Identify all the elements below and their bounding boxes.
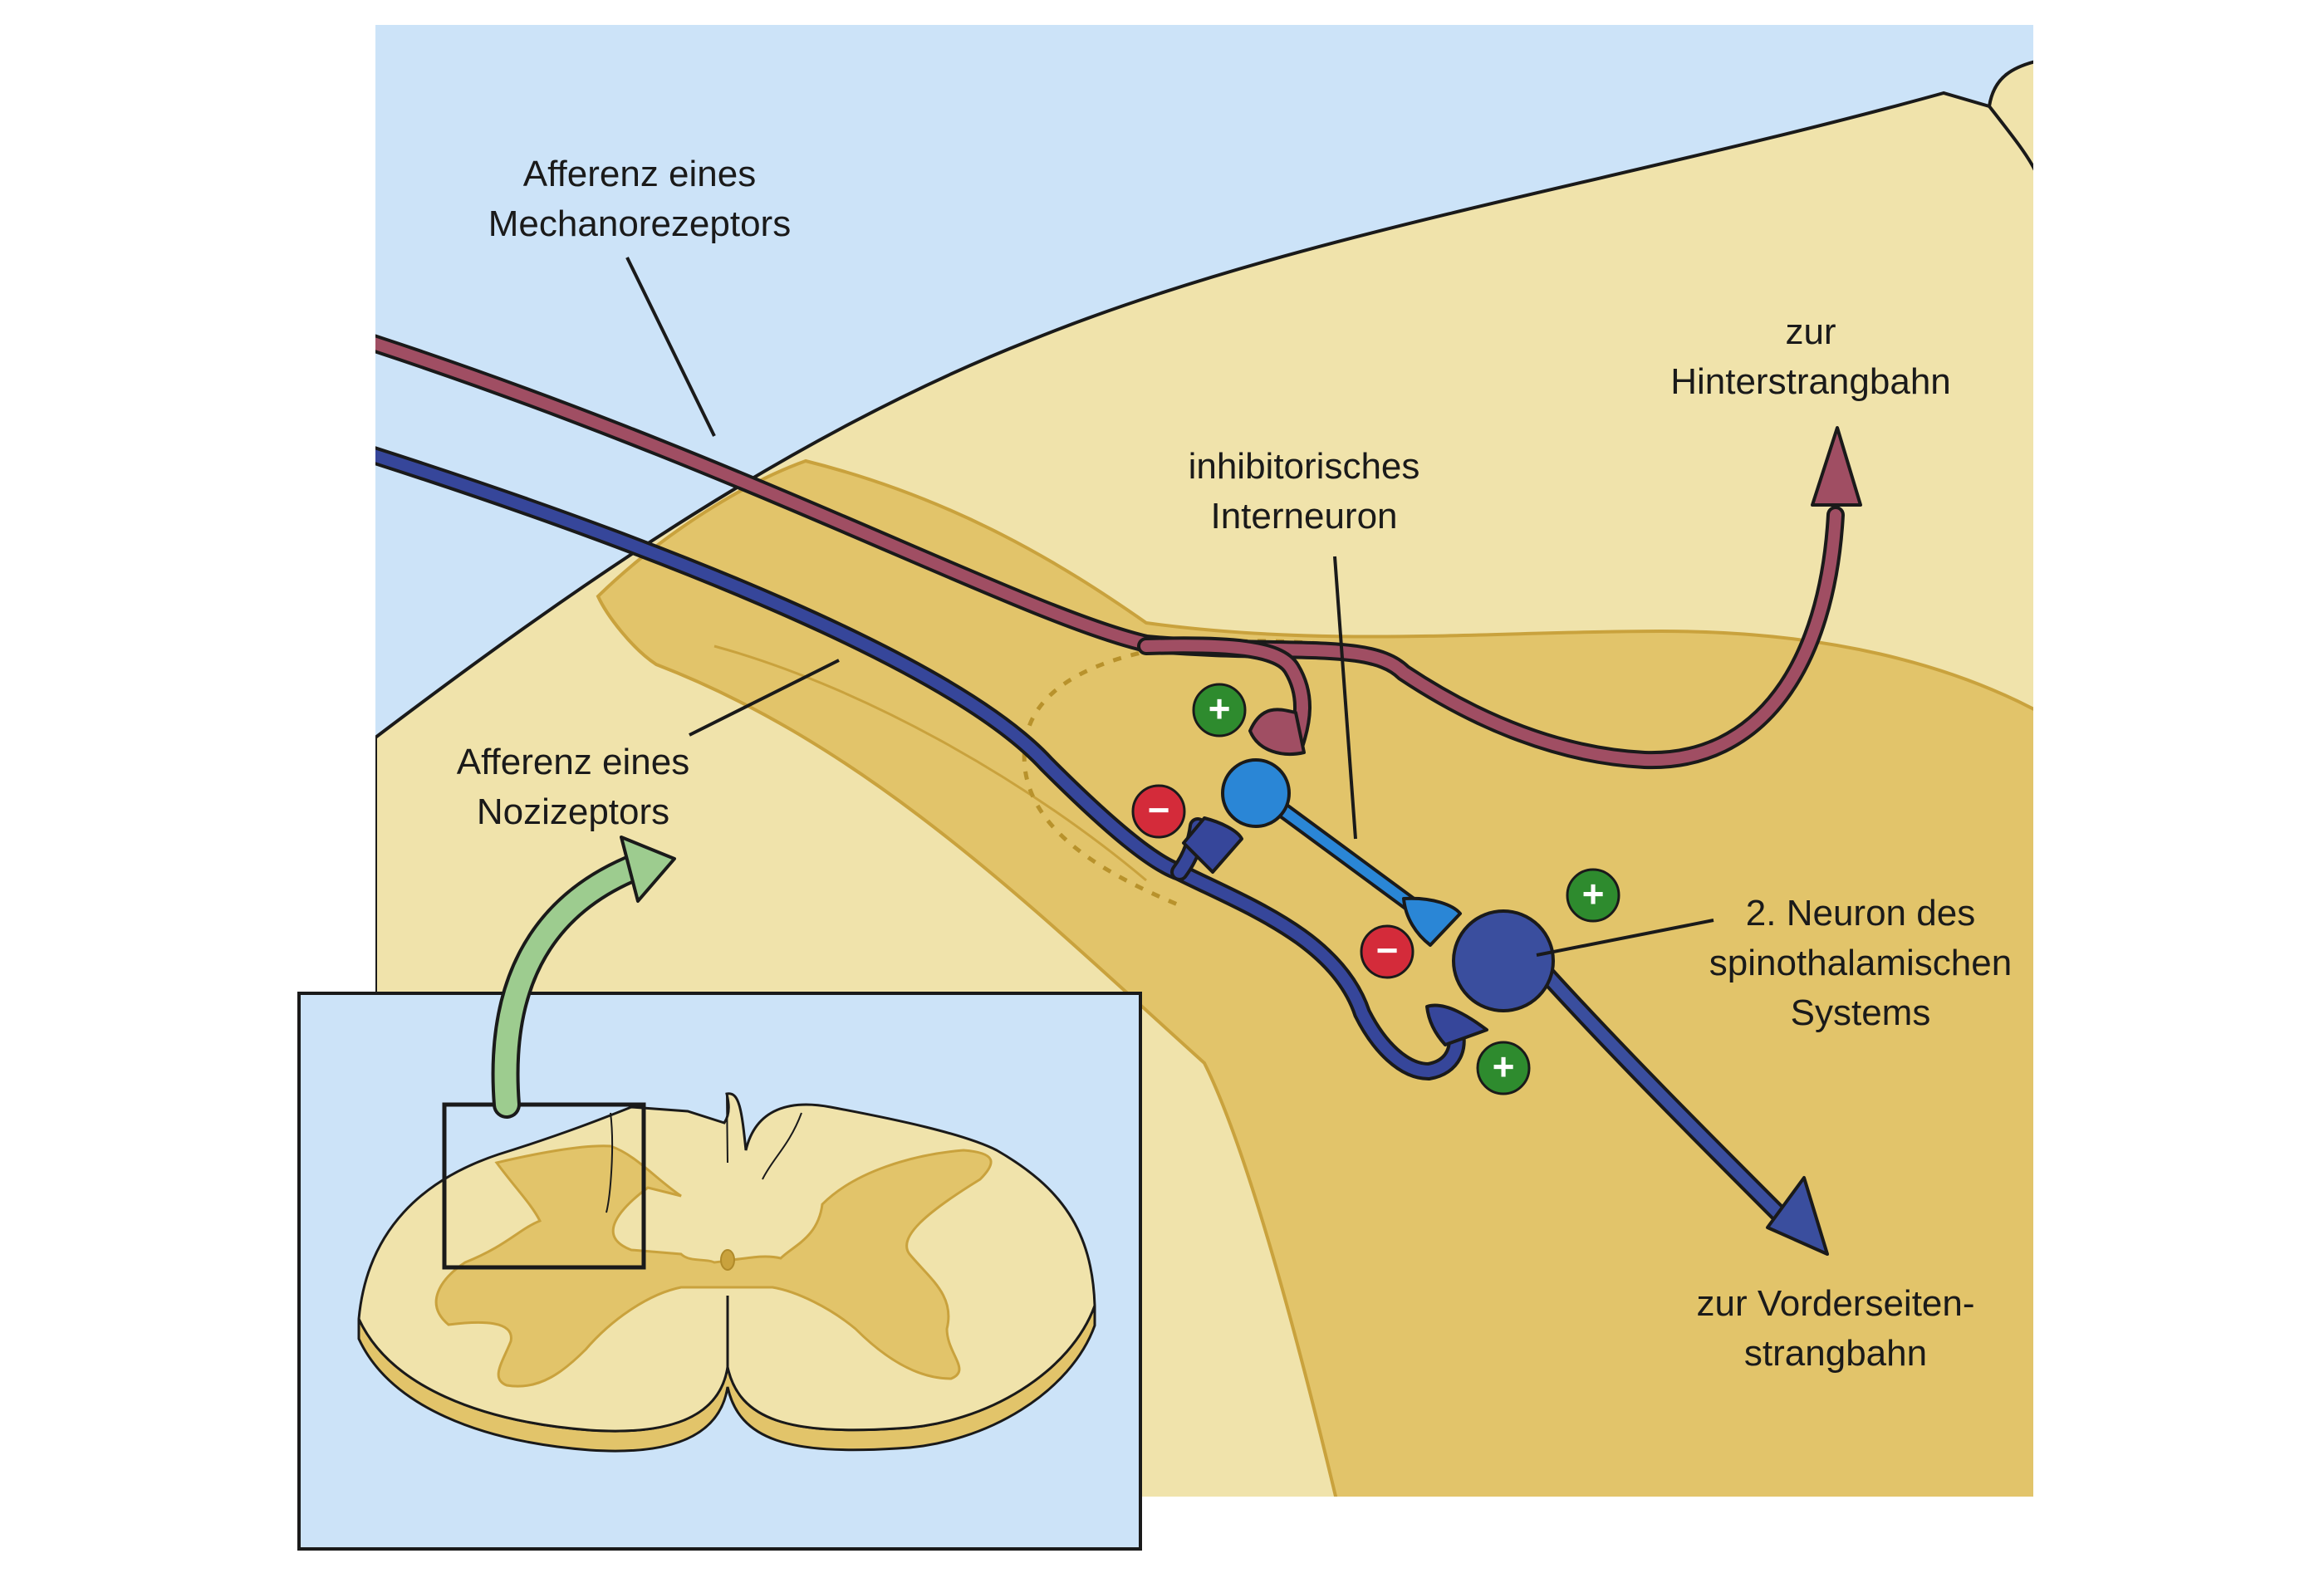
- inhibitory-sign: −: [1148, 788, 1170, 831]
- excitatory-badge: +: [1192, 683, 1247, 737]
- excitatory-sign: +: [1493, 1045, 1515, 1088]
- lamina-boundary: [713, 644, 1147, 882]
- dorsal-root-entry-left: [606, 1112, 614, 1213]
- excitatory-badge: +: [1476, 1041, 1531, 1095]
- label-line: strangbahn: [1743, 1333, 1928, 1374]
- inhibitory-badge: −: [1360, 924, 1415, 979]
- label-line: Hinterstrangbahn: [1670, 361, 1951, 402]
- label-line: Nozizeptors: [476, 791, 670, 832]
- inhibitory-sign: −: [1376, 929, 1399, 972]
- label-anterolateral-path: zur Vorderseiten- strangbahn: [1636, 1279, 2035, 1379]
- label-line: zur Vorderseiten-: [1696, 1283, 1975, 1324]
- zoom-arrow: [494, 853, 655, 1115]
- label-line: 2. Neuron des: [1745, 893, 1976, 934]
- leader-line-mechanoreceptor: [625, 257, 716, 437]
- label-nociceptor-afferent: Afferenz eines Nozizeptors: [399, 737, 748, 837]
- excitatory-sign: +: [1582, 872, 1605, 915]
- label-line: Interneuron: [1210, 496, 1398, 537]
- label-line: Afferenz eines: [456, 742, 690, 782]
- label-line: inhibitorisches: [1188, 446, 1420, 487]
- interneuron-soma: [1221, 758, 1291, 828]
- interneuron-synapse: [1402, 896, 1462, 947]
- label-line: spinothalamischen: [1709, 943, 2013, 983]
- nociceptor-synapse-on-second-neuron: [1425, 1003, 1488, 1046]
- leader-line-interneuron: [1333, 556, 1357, 840]
- mechanoreceptor-synapse: [1248, 708, 1306, 756]
- label-line: Systems: [1790, 992, 1931, 1033]
- label-dorsal-column-path: zur Hinterstrangbahn: [1611, 307, 2010, 407]
- posterior-median-sulcus: [726, 1093, 728, 1164]
- label-line: Afferenz eines: [522, 154, 757, 194]
- label-line: Mechanorezeptors: [488, 203, 792, 244]
- second-neuron-arrowhead: [1766, 1176, 1829, 1256]
- label-line: zur: [1785, 311, 1836, 352]
- dorsal-root-entry-right: [762, 1112, 802, 1180]
- inset-gray-matter: [434, 1144, 993, 1388]
- label-second-neuron: 2. Neuron des spinothalamischen Systems: [1661, 889, 2060, 1038]
- inhibitory-badge: −: [1131, 784, 1186, 839]
- mechanoreceptor-fiber: [375, 337, 1841, 767]
- zoom-arrowhead: [620, 836, 676, 903]
- inset-panel: [297, 836, 1142, 1551]
- excitatory-badge: +: [1566, 868, 1620, 923]
- leader-line-nociceptor: [689, 659, 840, 737]
- nociceptor-synapse-on-interneuron: [1182, 816, 1243, 874]
- tissue-fold: [1988, 105, 2033, 171]
- label-mechanoreceptor-afferent: Afferenz eines Mechanorezeptors: [390, 149, 889, 249]
- dorsal-horn-gray-matter: [596, 458, 2033, 1497]
- inset-highlight-box: [442, 1102, 646, 1270]
- excitatory-sign: +: [1209, 687, 1231, 730]
- label-inhibitory-interneuron: inhibitorisches Interneuron: [1138, 442, 1470, 541]
- leader-line-second-neuron: [1536, 919, 1714, 957]
- mechanoreceptor-arrowhead: [1811, 426, 1862, 507]
- second-neuron-axon: [1531, 958, 1800, 1235]
- mechanoreceptor-collateral: [1140, 639, 1308, 749]
- central-canal: [720, 1249, 735, 1271]
- second-neuron-soma: [1452, 909, 1555, 1012]
